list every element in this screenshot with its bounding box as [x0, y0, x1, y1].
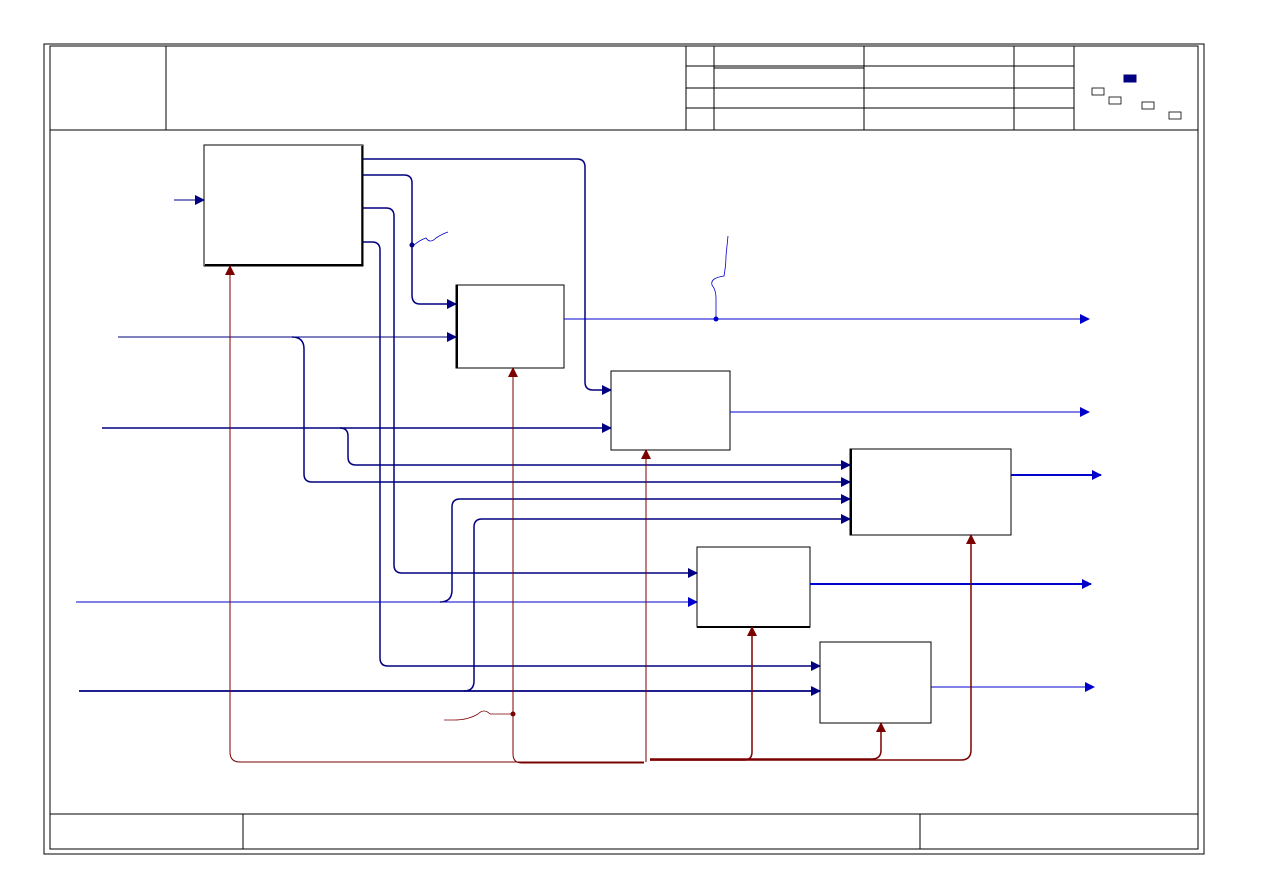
branch-input-to-box4-d[interactable]	[463, 514, 851, 692]
mechanism-arrow-box6[interactable]	[650, 722, 886, 760]
branch-input-to-box4-b[interactable]	[339, 427, 851, 470]
mechanism-squiggle-label	[444, 710, 511, 721]
squiggle-label-line	[413, 231, 449, 246]
activity-box-4[interactable]	[849, 448, 1012, 536]
branch-input-to-box4-a[interactable]	[291, 336, 851, 487]
arrow-box1-to-box5[interactable]	[363, 207, 698, 578]
junction-dot	[409, 242, 415, 248]
activity-box-3[interactable]	[610, 370, 731, 451]
arrow-box1-to-box6[interactable]	[363, 241, 821, 671]
outer-frame	[43, 43, 1205, 855]
activity-box-6[interactable]	[819, 641, 932, 724]
junction-dot-output	[713, 316, 719, 322]
inner-frame	[49, 45, 1199, 850]
arrow-box1-to-box3[interactable]	[363, 158, 612, 395]
mechanism-junction-dot	[510, 711, 516, 717]
header-block	[50, 46, 1198, 131]
mechanism-arrow-box2[interactable]	[508, 367, 644, 764]
activity-box-1[interactable]	[203, 144, 364, 267]
arrow-box1-to-box2[interactable]	[363, 174, 457, 309]
node-tree-indicator	[1091, 74, 1182, 120]
mechanism-arrow-box1[interactable]	[225, 265, 644, 763]
mechanism-arrow-box4[interactable]	[650, 534, 976, 761]
squiggle-label-line-output	[711, 235, 729, 317]
activity-box-2[interactable]	[455, 284, 565, 369]
footer-block	[50, 813, 1198, 849]
branch-input-to-box4-c[interactable]	[439, 494, 851, 603]
mechanism-arrow-box5[interactable]	[650, 626, 757, 761]
activity-box-5[interactable]	[696, 546, 811, 628]
